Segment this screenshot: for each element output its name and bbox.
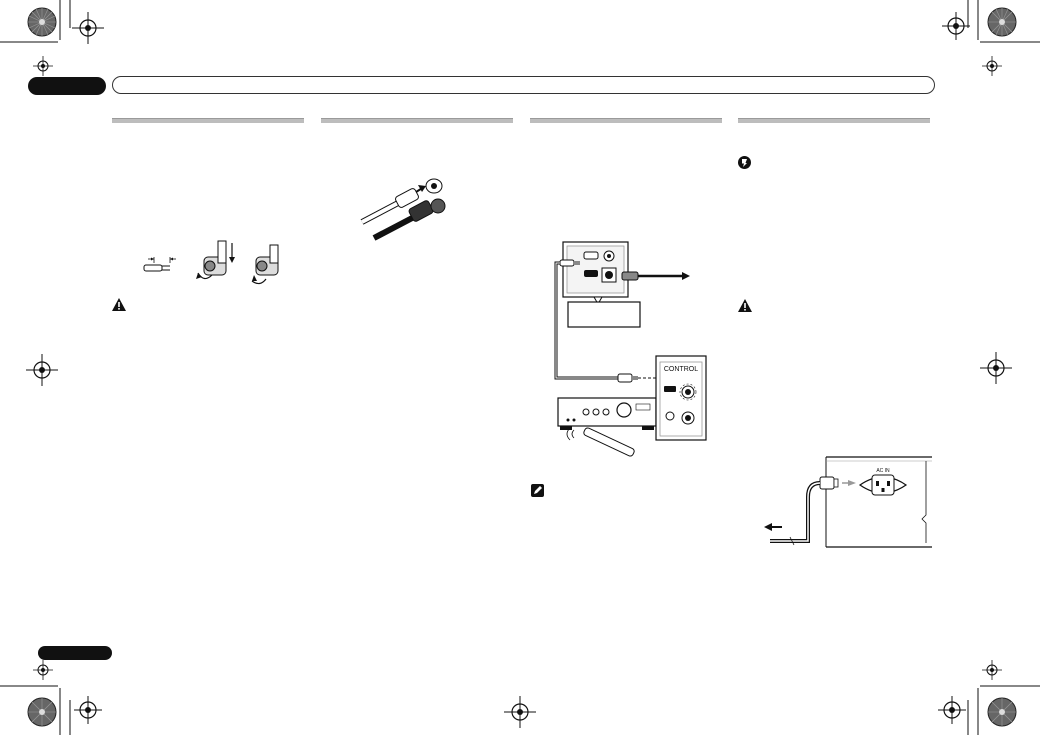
section-rule-column-3 — [530, 118, 722, 123]
note-icon — [531, 484, 544, 502]
important-icon — [738, 156, 751, 174]
crosshair-mark-bottom-center — [500, 692, 540, 737]
ac-inlet-label: AC IN — [876, 468, 890, 474]
registration-mark-top-left — [24, 4, 64, 44]
color-wheel-icon — [27, 697, 57, 727]
registration-mark-bottom-right — [984, 694, 1024, 734]
caution-icon — [112, 298, 126, 316]
control-panel-label: CONTROL — [664, 366, 698, 373]
section-rule-column-1 — [112, 118, 304, 123]
speaker-wire-figure — [140, 235, 300, 290]
crosshair-icon — [504, 696, 536, 728]
section-rule-column-2 — [321, 118, 513, 123]
chapter-tab — [28, 77, 106, 95]
color-wheel-icon — [987, 7, 1017, 37]
page-number-tab — [38, 646, 112, 660]
crosshair-icon — [26, 354, 58, 386]
crosshair-mark-middle-left — [22, 350, 62, 395]
color-wheel-icon — [27, 7, 57, 37]
crosshair-icon — [980, 352, 1012, 384]
crop-lines-bottom-right — [920, 640, 1040, 740]
registration-mark-bottom-left — [24, 694, 64, 734]
crop-lines-bottom-left — [0, 640, 120, 740]
terminal-tighten-illustration — [251, 244, 279, 285]
power-cord-figure: AC IN — [760, 455, 935, 550]
section-rule-column-4 — [738, 118, 930, 123]
registration-mark-top-right — [984, 4, 1024, 44]
stripped-wire-illustration — [143, 257, 176, 272]
crosshair-mark-middle-right — [976, 348, 1016, 393]
control-connection-figure: CONTROL — [538, 240, 718, 465]
color-wheel-icon — [987, 697, 1017, 727]
page-header-bar — [112, 76, 935, 94]
crop-lines-top-left — [0, 0, 120, 95]
caution-icon — [738, 299, 752, 317]
terminal-loosen-illustration — [196, 240, 235, 280]
crosshair-icon — [72, 12, 104, 44]
rca-cable-figure — [360, 172, 460, 242]
crosshair-mark-top-left — [72, 12, 112, 52]
crop-lines-top-right — [920, 0, 1040, 95]
